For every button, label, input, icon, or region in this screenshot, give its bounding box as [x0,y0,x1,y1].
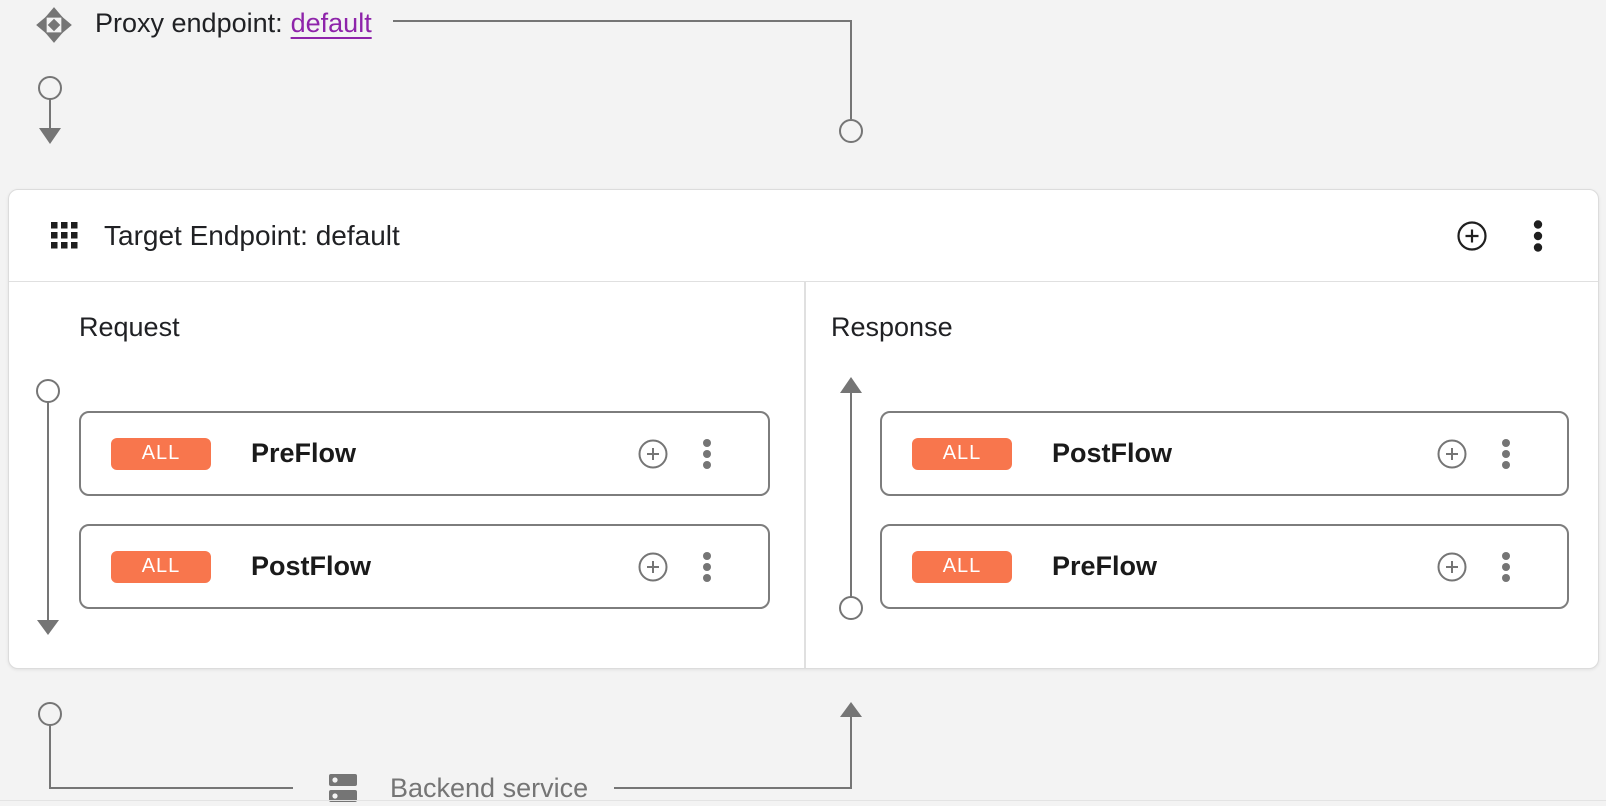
plus-circle-icon [638,439,668,468]
plus-circle-icon [1437,552,1467,581]
add-policy-button[interactable] [1436,438,1468,470]
kebab-icon [1502,551,1510,582]
plus-circle-icon [1457,220,1487,251]
target-to-backend-connector [38,702,293,789]
endpoint-menu-button[interactable] [1522,219,1554,252]
condition-badge: ALL [912,550,1012,583]
flow-menu-button[interactable] [691,438,723,470]
backend-service: Backend service [326,771,588,805]
dns-server-icon [329,774,357,802]
target-endpoint-header: Target Endpoint: default [9,190,1598,282]
plus-circle-icon [1437,439,1467,468]
backend-service-label: Backend service [390,773,589,803]
grid-apps-icon [51,222,78,249]
flow-name: PostFlow [1052,438,1172,468]
request-column-label: Request [79,312,180,342]
proxy-endpoint-link[interactable]: default [290,8,372,38]
plus-circle-icon [638,552,668,581]
kebab-icon [703,438,711,469]
flow-name: PostFlow [251,551,371,581]
canvas-bottom-divider [0,800,1606,801]
flow-box-response-preflow[interactable]: ALL PreFlow [880,524,1569,609]
add-endpoint-flow-button[interactable] [1456,220,1488,252]
kebab-icon [703,551,711,582]
request-response-divider [804,282,806,668]
proxy-endpoint-heading: Proxy endpoint:default [95,7,372,39]
proxy-endpoint-icon [36,7,72,43]
response-column-label: Response [831,312,953,342]
flow-box-response-postflow[interactable]: ALL PostFlow [880,411,1569,496]
add-policy-button[interactable] [637,551,669,583]
proxy-endpoint-label: Proxy endpoint: [95,8,283,38]
inbound-request-connector [38,76,62,144]
add-policy-button[interactable] [637,438,669,470]
target-endpoint-title: Target Endpoint: default [104,219,400,251]
condition-badge: ALL [912,437,1012,470]
kebab-icon [1533,219,1543,252]
target-endpoint-card: Target Endpoint: default [8,189,1599,669]
flow-menu-button[interactable] [1490,551,1522,583]
kebab-icon [1502,438,1510,469]
proxy-to-target-connector [393,20,863,143]
flow-box-request-postflow[interactable]: ALL PostFlow [79,524,770,609]
condition-badge: ALL [111,437,211,470]
flow-box-request-preflow[interactable]: ALL PreFlow [79,411,770,496]
backend-to-response-connector [614,702,862,789]
flow-menu-button[interactable] [691,551,723,583]
flow-name: PreFlow [1052,551,1158,581]
condition-badge: ALL [111,550,211,583]
add-policy-button[interactable] [1436,551,1468,583]
flow-name: PreFlow [251,438,357,468]
flow-menu-button[interactable] [1490,438,1522,470]
